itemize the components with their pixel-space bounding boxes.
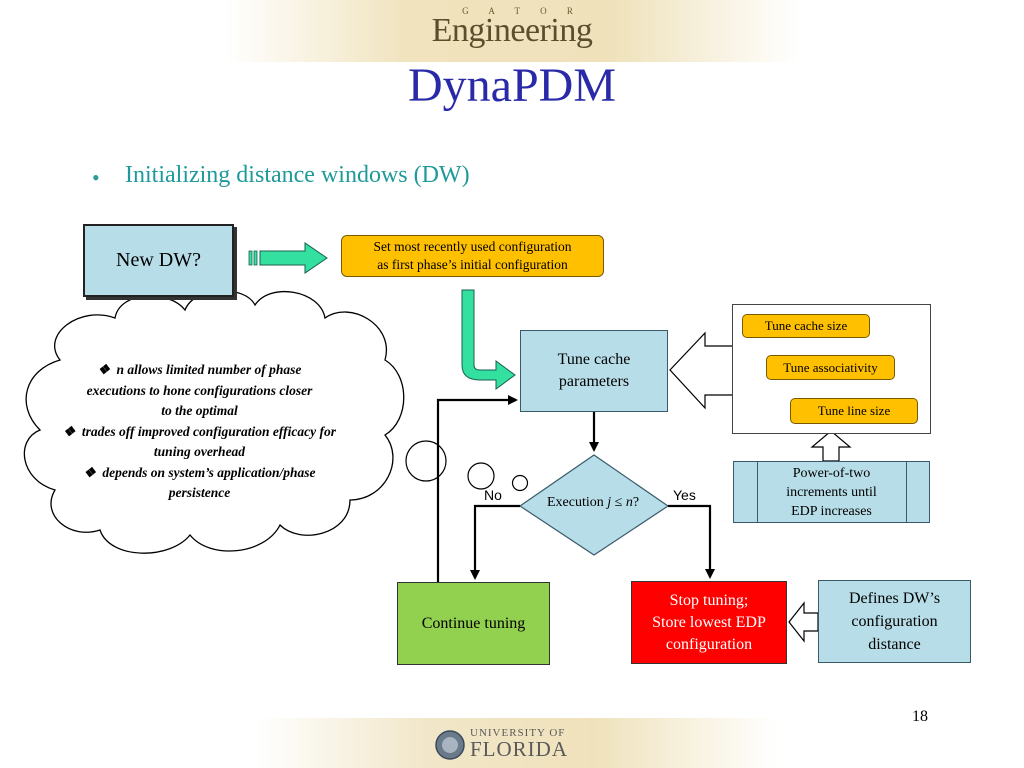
stop-line1: Stop tuning; — [669, 591, 749, 609]
stop-line2: Store lowest EDP — [652, 613, 766, 631]
bullet-text: Initializing distance windows (DW) — [125, 162, 470, 188]
diamond-bullet-icon: ❖ — [63, 423, 76, 439]
no-label: No — [484, 487, 502, 503]
tune-params-box: Tune cache parameters — [520, 330, 668, 412]
set-config-line1: Set most recently used configuration — [373, 239, 572, 254]
tune-params-line2: parameters — [558, 373, 630, 390]
cloud-line1: ❖ n allows limited number of phase — [97, 362, 302, 377]
set-config-box: Set most recently used configuration as … — [341, 235, 604, 277]
cloud-line5: tuning overhead — [153, 444, 246, 459]
diamond-bullet-icon: ❖ — [83, 464, 96, 480]
defines-dw-box: Defines DW’s configuration distance — [818, 580, 971, 663]
hollow-arrow-left — [669, 331, 732, 410]
thought-bubble-small — [511, 474, 529, 492]
decision-diamond — [518, 454, 670, 556]
cloud-line3: to the optimal — [161, 403, 238, 418]
tune-params-line1: Tune cache — [557, 351, 631, 368]
set-config-line2: as first phase’s initial configuration — [377, 257, 568, 272]
power-box-divider-right — [906, 461, 907, 523]
decision-label: Execution j ≤ n? — [546, 495, 640, 510]
header-band — [0, 0, 1024, 62]
engineering-logo: Engineering — [431, 12, 593, 49]
thought-cloud — [23, 289, 405, 554]
page-number: 18 — [912, 708, 928, 725]
green-arrow-right — [248, 242, 328, 274]
power-line1: Power-of-two — [792, 465, 871, 481]
connector-loop — [436, 395, 518, 582]
hollow-arrow-left-small — [788, 601, 819, 643]
cloud-line6: ❖ depends on system’s application/phase — [83, 464, 316, 480]
new-dw-box: New DW? — [83, 224, 234, 297]
yes-label: Yes — [673, 487, 696, 503]
stop-tuning-box: Stop tuning; Store lowest EDP configurat… — [631, 581, 787, 664]
cloud-line4: ❖ trades off improved configuration effi… — [63, 423, 336, 439]
hollow-arrow-up — [810, 430, 852, 462]
thought-bubble-medium — [467, 462, 495, 490]
defines-line1: Defines DW’s — [848, 590, 941, 607]
cloud-line2: executions to hone configurations closer — [86, 382, 313, 398]
footer-band — [0, 718, 1024, 768]
option-tune-cache-size: Tune cache size — [742, 314, 870, 338]
defines-line3: distance — [868, 636, 921, 653]
connector-no — [470, 504, 520, 580]
cloud-text: ❖ n allows limited number of phase execu… — [22, 360, 377, 504]
diamond-bullet-icon: ❖ — [97, 362, 110, 377]
uf-seal-icon — [435, 730, 465, 760]
cloud-line7: persistence — [168, 485, 231, 500]
uf-logo-small: UNIVERSITY OF — [470, 727, 566, 739]
slide-title: DynaPDM — [407, 59, 616, 112]
option-tune-line-size: Tune line size — [790, 398, 918, 424]
thought-bubble-large — [405, 440, 447, 482]
power-line3: EDP increases — [791, 503, 872, 519]
uf-logo-main: FLORIDA — [470, 737, 569, 761]
power-box-divider-left — [757, 461, 758, 523]
bullet-marker: • — [92, 165, 100, 190]
gator-logo-small: G A T O R — [462, 6, 582, 16]
connector-yes — [668, 504, 715, 579]
option-tune-associativity: Tune associativity — [766, 355, 895, 380]
continue-tuning-box: Continue tuning — [397, 582, 550, 665]
continue-label: Continue tuning — [421, 614, 526, 632]
defines-line2: configuration — [851, 613, 938, 630]
power-of-two-box: Power-of-two increments until EDP increa… — [733, 461, 930, 523]
power-line2: increments until — [786, 484, 877, 500]
stop-line3: configuration — [665, 635, 753, 653]
green-arrow-bent — [461, 289, 516, 390]
new-dw-label: New DW? — [116, 249, 201, 271]
